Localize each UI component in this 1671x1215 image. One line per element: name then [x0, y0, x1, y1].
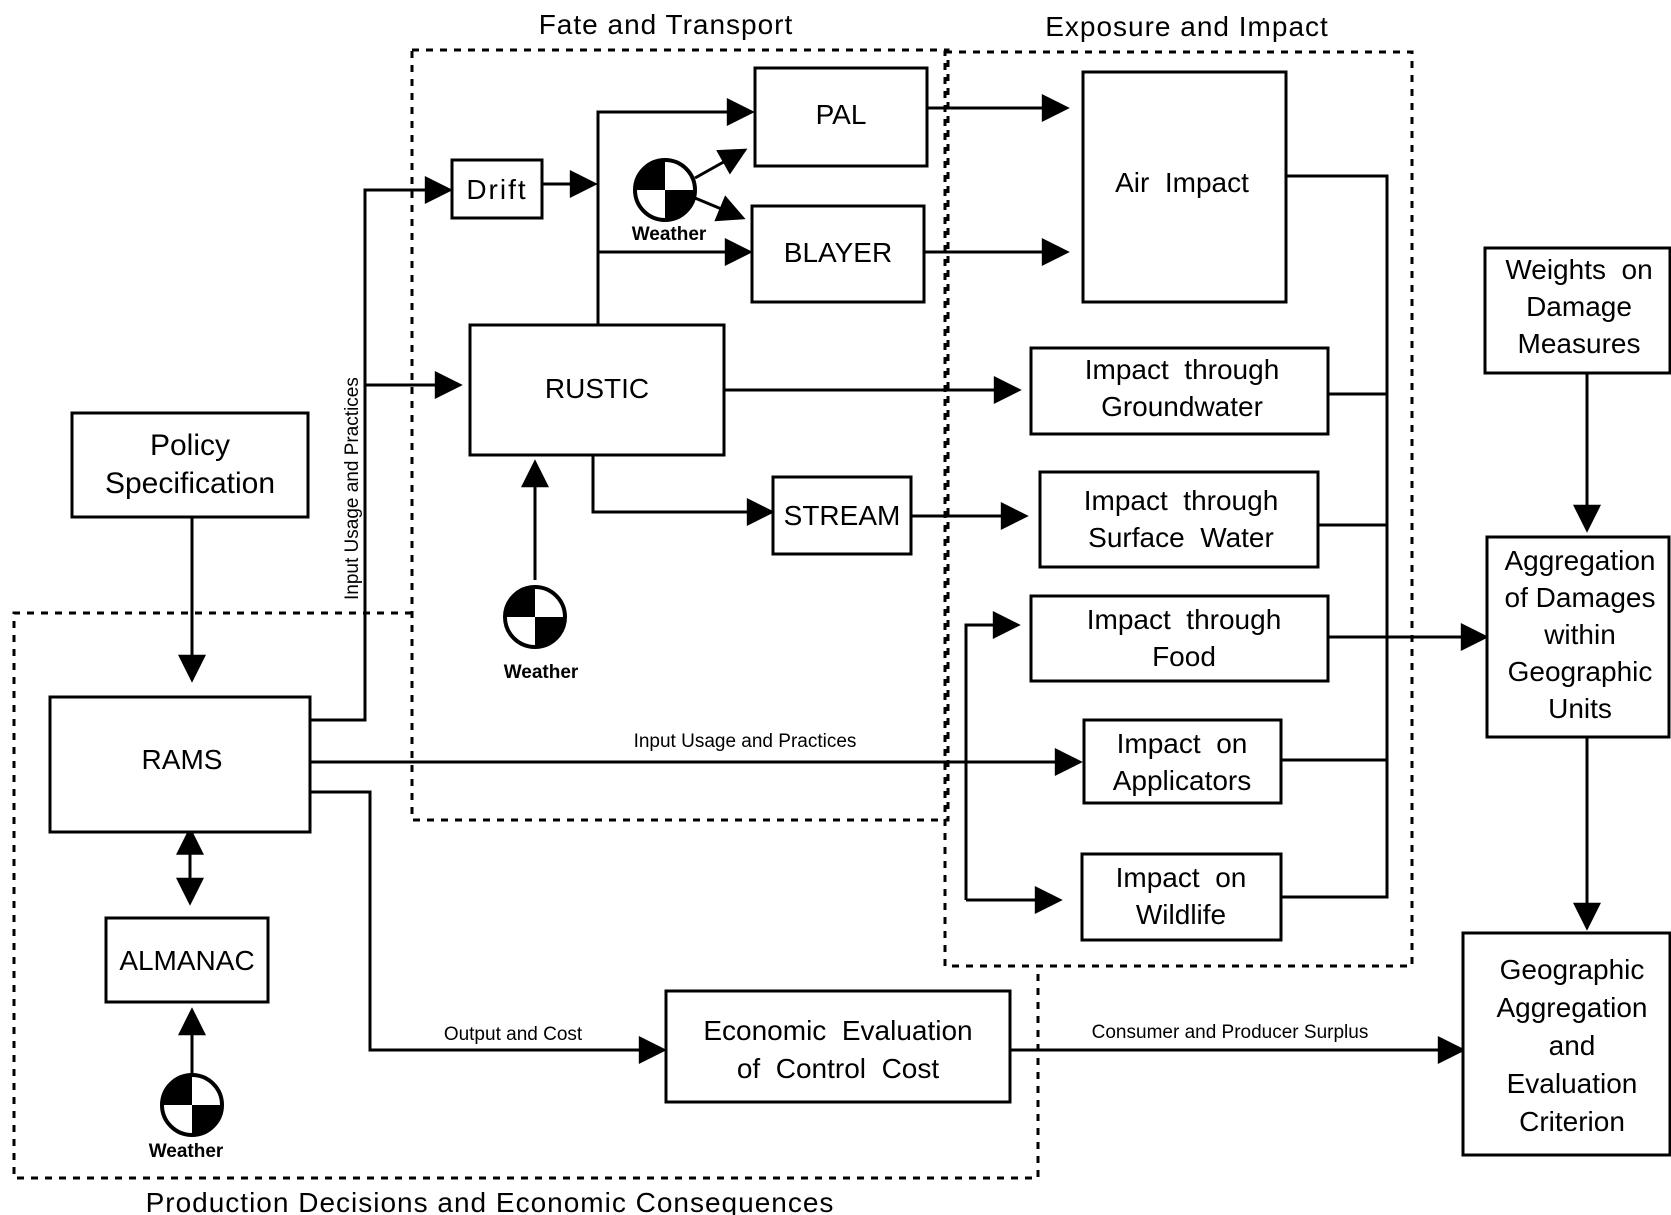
collector-bus: [1281, 174, 1389, 899]
groundwater-line-1: Impact through: [1085, 354, 1280, 385]
geo-eval-line-4: Evaluation: [1507, 1068, 1638, 1099]
policy-line-2: Specification: [105, 467, 275, 500]
econ-eval-line-1: Economic Evaluation: [703, 1015, 972, 1046]
pal-box: PAL: [753, 66, 929, 168]
weights-line-2: Damage: [1526, 291, 1632, 322]
air-impact-label: Air Impact: [1115, 167, 1249, 198]
weather-to-blayer: [694, 195, 746, 222]
food-line-2: Food: [1152, 641, 1216, 672]
fate-transport-region: [410, 48, 950, 822]
rams-box: RAMS: [48, 695, 312, 834]
weather-icon: [503, 585, 567, 649]
aggregation-line-3: within: [1543, 619, 1616, 650]
blayer-box: BLAYER: [750, 204, 926, 304]
groundwater-line-2: Groundwater: [1101, 391, 1263, 422]
fate-transport-title: Fate and Transport: [539, 9, 794, 40]
rams-to-econ: [310, 790, 667, 1064]
wildlife-line-2: Wildlife: [1136, 899, 1226, 930]
weather-label-rustic: Weather: [504, 662, 579, 683]
almanac-label: ALMANAC: [119, 945, 254, 976]
wildlife-box: Impact on Wildlife: [1080, 852, 1283, 942]
rams-label: RAMS: [142, 744, 223, 775]
econ-eval-line-2: of Control Cost: [737, 1053, 940, 1084]
aggregation-line-1: Aggregation: [1504, 545, 1655, 576]
drift-label: Drift: [466, 174, 527, 205]
geo-eval-line-2: Aggregation: [1496, 992, 1647, 1023]
applicators-box: Impact on Applicators: [1082, 718, 1283, 805]
geo-eval-line-5: Criterion: [1519, 1106, 1625, 1137]
policy-line-1: Policy: [150, 429, 230, 462]
weights-line-1: Weights on: [1505, 254, 1652, 285]
output-cost-label: Output and Cost: [444, 1024, 583, 1045]
weather-icon: [633, 158, 697, 222]
geo-eval-line-3: and: [1549, 1030, 1596, 1061]
blayer-label: BLAYER: [784, 237, 892, 268]
stream-label: STREAM: [784, 500, 901, 531]
stream-box: STREAM: [771, 475, 913, 556]
rustic-label: RUSTIC: [545, 373, 649, 404]
aggregation-line-4: Geographic: [1508, 656, 1653, 687]
applicators-line-2: Applicators: [1113, 765, 1252, 796]
rustic-box: RUSTIC: [468, 323, 726, 457]
air-impact-box: Air Impact: [1081, 70, 1288, 304]
exposure-impact-region: [943, 50, 1414, 968]
applicators-line-1: Impact on: [1117, 728, 1248, 759]
wildlife-line-1: Impact on: [1116, 862, 1247, 893]
food-line-1: Impact through: [1087, 604, 1282, 635]
surplus-label: Consumer and Producer Surplus: [1092, 1022, 1369, 1043]
rams-to-drift: [310, 176, 453, 722]
surface-water-line-1: Impact through: [1084, 485, 1279, 516]
geo-eval-line-1: Geographic: [1500, 954, 1645, 985]
connectors: [176, 94, 1601, 1075]
almanac-box: ALMANAC: [104, 916, 270, 1004]
food-wildlife-branch: [964, 611, 1021, 900]
weather-label-almanac: Weather: [149, 1141, 224, 1162]
drift-box: Drift: [450, 158, 544, 220]
exposure-impact-title: Exposure and Impact: [1045, 11, 1329, 42]
weather-icon: [160, 1073, 224, 1137]
weather-label-top: Weather: [632, 224, 707, 245]
weather-to-pal: [694, 148, 748, 180]
aggregation-line-2: of Damages: [1505, 582, 1656, 613]
econ-eval-box: Economic Evaluation of Control Cost: [664, 989, 1012, 1104]
input-usage-vertical-label: Input Usage and Practices: [342, 377, 363, 600]
rustic-to-pal: [596, 98, 755, 325]
aggregation-line-5: Units: [1548, 693, 1612, 724]
production-title: Production Decisions and Economic Conseq…: [146, 1187, 835, 1215]
rustic-to-stream: [591, 455, 775, 526]
surface-water-line-2: Surface Water: [1088, 522, 1274, 553]
weights-line-3: Measures: [1518, 328, 1641, 359]
pal-label: PAL: [816, 99, 867, 130]
input-usage-horizontal-label: Input Usage and Practices: [634, 731, 857, 752]
